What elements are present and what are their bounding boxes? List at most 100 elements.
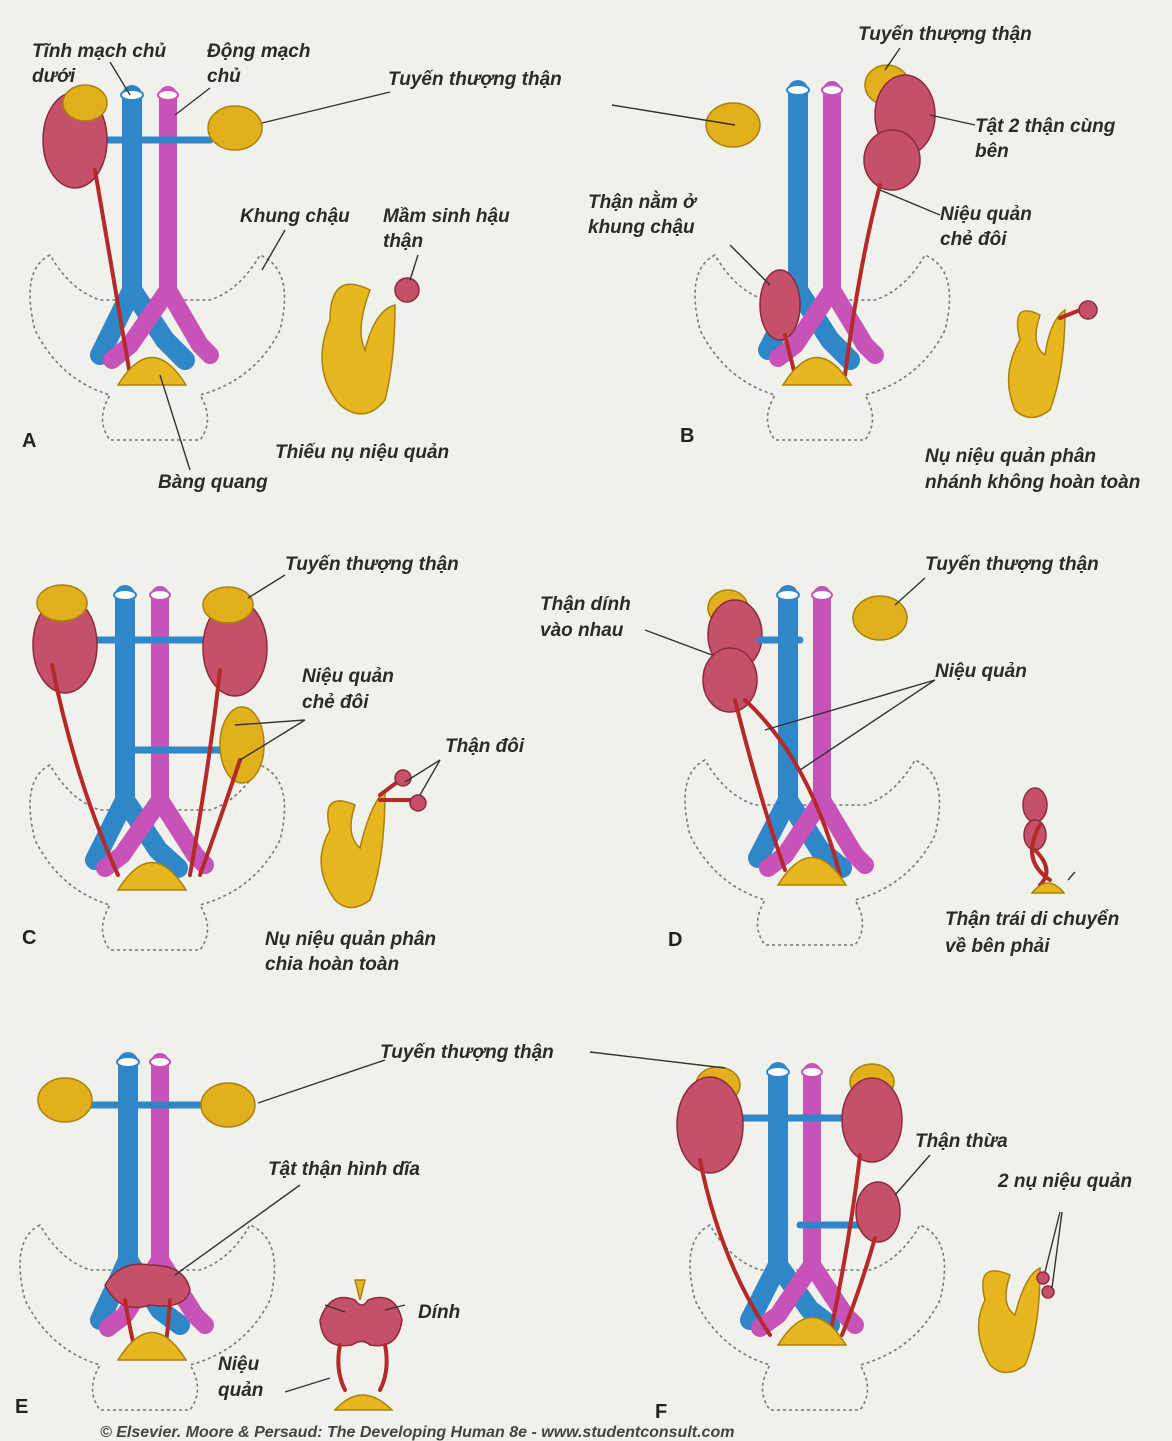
pelvis-outline — [694, 253, 951, 441]
leader-adrenal — [247, 574, 286, 599]
vena-cava-lumen — [786, 84, 810, 96]
aorta-lumen — [801, 1066, 823, 1078]
leader-metanephros — [409, 254, 419, 281]
aorta-lumen — [157, 89, 179, 101]
ureteric-bud — [320, 788, 386, 909]
panel-letter-c: C — [22, 927, 36, 949]
bladder — [116, 356, 188, 386]
label-fused-1: Thận dính — [540, 594, 631, 615]
label-two-buds: 2 nụ niệu quản — [997, 1171, 1132, 1192]
leader-adrenal — [257, 1059, 386, 1104]
small-bladder — [333, 1394, 394, 1411]
bud-branch — [1058, 308, 1082, 320]
label-move-2: về bên phải — [945, 936, 1050, 957]
leader-bifid — [234, 719, 306, 761]
aorta-right-iliac — [823, 281, 884, 364]
leader-adrenal-shared — [589, 1051, 726, 1069]
label-crossed-2: bên — [975, 141, 1009, 162]
small-bladder — [1030, 882, 1066, 894]
aorta — [769, 81, 841, 367]
label-bifid-2: chẻ đôi — [302, 692, 369, 713]
adhesion-duct — [354, 1279, 366, 1301]
leader-ivc — [109, 61, 131, 96]
panel-d: Tuyến thượng thận Thận dính vào nhau Niệ… — [540, 554, 1119, 957]
vena-cava — [85, 585, 135, 870]
leader-supernumerary — [894, 1154, 931, 1196]
leader-horseshoe — [174, 1184, 301, 1276]
panel-f: Thận thừa 2 nụ niệu quản F — [589, 1051, 1132, 1423]
label-bifid-1: Niệu quản — [302, 666, 394, 687]
label-bud-absent: Thiếu nụ niệu quản — [275, 442, 449, 463]
vena-cava-lumen — [766, 1066, 790, 1078]
aorta-lumen — [821, 84, 843, 96]
crossed-kidney-lower — [863, 129, 921, 191]
adhered-kidneys — [319, 1296, 403, 1347]
ureter-right — [50, 663, 120, 877]
right-kidney — [676, 1076, 744, 1174]
bladder — [776, 856, 848, 886]
panel-e: Tuyến thượng thận Tật thận hình dĩa Dính… — [15, 1042, 554, 1418]
leader-adrenal-shared — [611, 104, 736, 126]
ureter-left-lower — [198, 758, 242, 877]
leader-pelvis — [261, 229, 286, 271]
left-adrenal — [207, 105, 263, 151]
label-move-1: Thận trái di chuyển — [945, 909, 1119, 930]
duplex-kidney — [219, 706, 265, 784]
copyright-footer: © Elsevier. Moore & Persaud: The Develop… — [100, 1424, 734, 1441]
leader-bifid — [879, 189, 941, 216]
leader-adrenal — [894, 577, 926, 606]
leader-pelvic — [729, 244, 771, 286]
label-aorta-1: Động mạch — [207, 41, 310, 62]
aorta-lumen — [149, 589, 171, 601]
horseshoe-kidney — [104, 1263, 191, 1309]
aorta-lumen — [149, 1056, 171, 1068]
pelvis-outline — [29, 253, 286, 441]
leader-bladder — [159, 374, 191, 471]
ureter-extra — [840, 1236, 877, 1337]
leader-double — [404, 759, 441, 796]
label-ureter-2: quản — [218, 1380, 263, 1401]
small-ureters — [1030, 823, 1052, 887]
supernumerary-kidney — [855, 1181, 901, 1243]
label-adrenal: Tuyến thượng thận — [388, 69, 562, 90]
label-metanephros-1: Mầm sinh hậu — [383, 206, 510, 227]
label-aorta-2: chủ — [207, 66, 241, 87]
metanephric-cap — [1078, 300, 1098, 320]
label-adrenal: Tuyến thượng thận — [925, 554, 1099, 575]
pelvis-outline — [19, 1223, 276, 1411]
aorta — [103, 86, 177, 369]
left-adrenal — [202, 586, 254, 624]
bladder — [116, 861, 188, 891]
small-ureters — [336, 1343, 389, 1392]
right-adrenal — [36, 584, 88, 622]
vena-cava-right-iliac — [122, 280, 195, 370]
label-bud-1: Nụ niệu quản phân — [265, 929, 436, 950]
leader-ureter — [764, 679, 936, 771]
label-ivc-2: dưới — [32, 66, 76, 87]
ureter-1 — [733, 698, 787, 872]
leader-ureter — [284, 1377, 331, 1393]
label-bud-1: Nụ niệu quản phân — [925, 446, 1096, 467]
label-crossed-1: Tật 2 thận cùng — [975, 116, 1116, 137]
right-adrenal — [62, 84, 108, 122]
bladder — [781, 356, 853, 386]
small-kidney-upper — [1022, 787, 1048, 823]
right-adrenal — [37, 1077, 93, 1123]
label-pelvic-2: khung chậu — [588, 217, 695, 238]
ureter-right — [698, 1158, 772, 1337]
left-adrenal — [852, 595, 908, 641]
label-bud-2: chia hoàn toàn — [265, 954, 399, 975]
ureter-left — [828, 1153, 862, 1337]
pelvic-kidney — [759, 269, 801, 341]
vena-cava-lumen — [120, 89, 144, 101]
double-kidney-1 — [394, 769, 412, 787]
panel-letter-d: D — [668, 929, 682, 951]
leader-adrenal-top — [884, 47, 901, 71]
vena-cava — [740, 1062, 788, 1330]
panel-letter-f: F — [655, 1401, 667, 1423]
ureteric-bud — [1007, 308, 1066, 419]
metanephric-blastema — [394, 277, 420, 303]
bud-2 — [1041, 1285, 1055, 1299]
ureter-2 — [743, 698, 842, 877]
label-adrenal: Tuyến thượng thận — [285, 554, 459, 575]
